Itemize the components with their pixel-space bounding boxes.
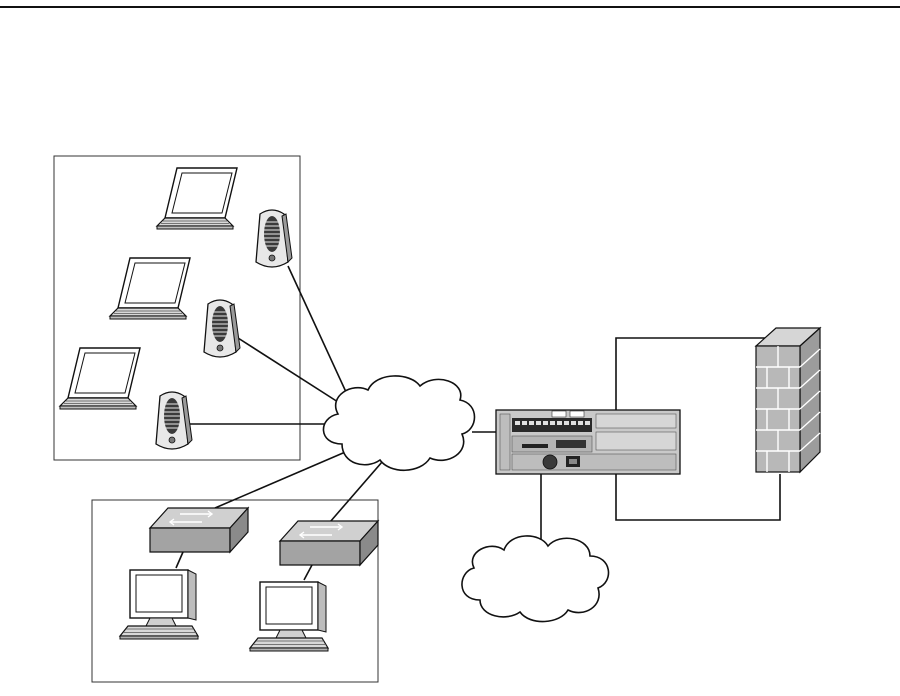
desktop-1 [120,570,198,639]
link-cloud-switch2 [330,462,382,522]
controller [496,410,680,474]
access-point-1 [256,210,292,267]
link-controller-firewall-bottom [616,474,780,520]
laptop-2 [110,258,190,319]
laptop-1 [157,168,237,229]
firewall [756,328,820,472]
switch-1 [150,508,248,552]
link-cloud-switch1 [215,450,350,508]
internet-cloud [462,536,609,622]
access-point-3 [156,392,192,449]
link-switch1-desktop1 [176,552,183,568]
laptop-3 [60,348,140,409]
switch-2 [280,521,378,565]
link-switch2-desktop2 [304,565,312,580]
access-point-2 [204,300,240,357]
connection-lines [176,266,780,580]
desktop-2 [250,582,328,651]
link-ap2-cloud [238,338,338,402]
link-ap1-cloud [288,266,346,392]
network-cloud [323,376,474,470]
